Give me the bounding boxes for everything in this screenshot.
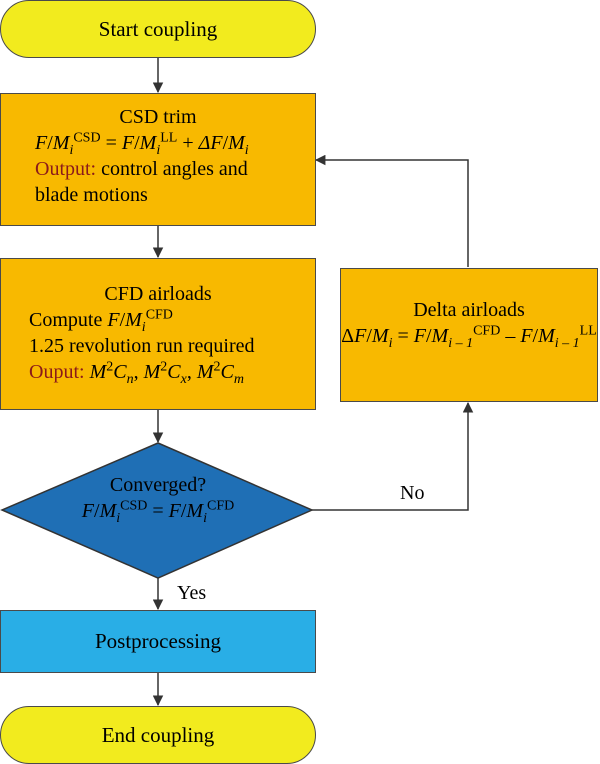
start-terminal: Start coupling: [0, 0, 316, 58]
cfd-compute: Compute F/MiCFD: [29, 307, 173, 335]
csd-equation: F/MiCSD = F/MiLL + ΔF/Mi: [35, 130, 249, 158]
end-label: End coupling: [101, 723, 215, 747]
csd-output-2: blade motions: [35, 184, 148, 206]
arrow-delta-to-csd: [314, 154, 469, 267]
decision-text: Converged? F/MiCSD = F/MiCFD: [40, 472, 276, 532]
cfd-airloads-box: CFD airloads Compute F/MiCFD 1.25 revolu…: [0, 258, 316, 410]
csd-output: Output: control angles and: [35, 158, 248, 180]
delta-airloads-box: Delta airloads ΔF/Mi = F/Mi – 1CFD – F/M…: [340, 268, 598, 402]
delta-title: Delta airloads: [413, 299, 525, 321]
cfd-output: Ouput: M2Cn, M2Cx, M2Cm: [29, 359, 244, 387]
cfd-title: CFD airloads: [104, 283, 212, 305]
cfd-run: 1.25 revolution run required: [29, 335, 255, 357]
start-label: Start coupling: [98, 17, 218, 41]
csd-output-label: Output:: [35, 158, 97, 180]
decision-title: Converged?: [109, 474, 207, 496]
csd-trim-box: CSD trim F/MiCSD = F/MiLL + ΔF/Mi Output…: [0, 93, 316, 226]
no-label: No: [400, 482, 425, 504]
decision-equation: F/MiCSD = F/MiCFD: [81, 498, 235, 526]
end-terminal: End coupling: [0, 706, 316, 764]
arrow-no-to-delta: [312, 401, 474, 511]
delta-equation: ΔF/Mi = F/Mi – 1CFD – F/Mi – 1LL: [341, 323, 597, 351]
postprocessing-box: Postprocessing: [0, 610, 316, 673]
csd-title: CSD trim: [119, 106, 197, 128]
yes-label: Yes: [177, 582, 207, 604]
post-label: Postprocessing: [95, 629, 221, 653]
